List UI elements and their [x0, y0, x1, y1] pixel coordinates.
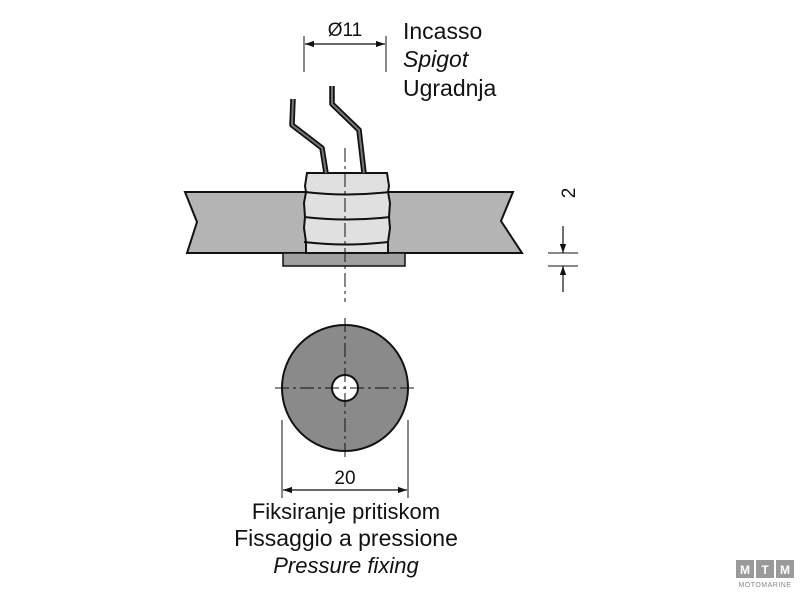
mtm-logo: M T M MOTOMARINE — [736, 560, 794, 589]
spigot-ring — [303, 241, 389, 246]
logo-letter: M — [740, 563, 750, 577]
label-incasso: Incasso — [403, 18, 482, 44]
spigot-ring — [304, 191, 390, 196]
spigot-flange — [282, 252, 406, 267]
logo-box — [756, 560, 774, 578]
label-fissaggio: Fissaggio a pressione — [234, 525, 458, 551]
label-fiksiranje: Fiksiranje pritiskom — [252, 499, 440, 524]
wire-left — [291, 98, 327, 174]
logo-box — [776, 560, 794, 578]
label-pressure-fixing: Pressure fixing — [273, 553, 419, 578]
spigot-body — [302, 172, 392, 254]
wire-right — [331, 86, 365, 174]
spigot-diameter-label: Ø11 — [328, 20, 363, 41]
panel-thickness-label: 2 — [559, 188, 580, 199]
logo-box — [736, 560, 754, 578]
wire-left — [289, 98, 329, 174]
label-ugradnja: Ugradnja — [403, 75, 497, 101]
logo-subtitle: MOTOMARINE — [738, 582, 791, 589]
outer-diameter-label: 20 — [334, 468, 355, 489]
spigot-ring — [303, 216, 391, 221]
logo-letter: M — [780, 563, 790, 577]
label-spigot: Spigot — [403, 46, 470, 72]
logo-letter: T — [761, 563, 769, 577]
